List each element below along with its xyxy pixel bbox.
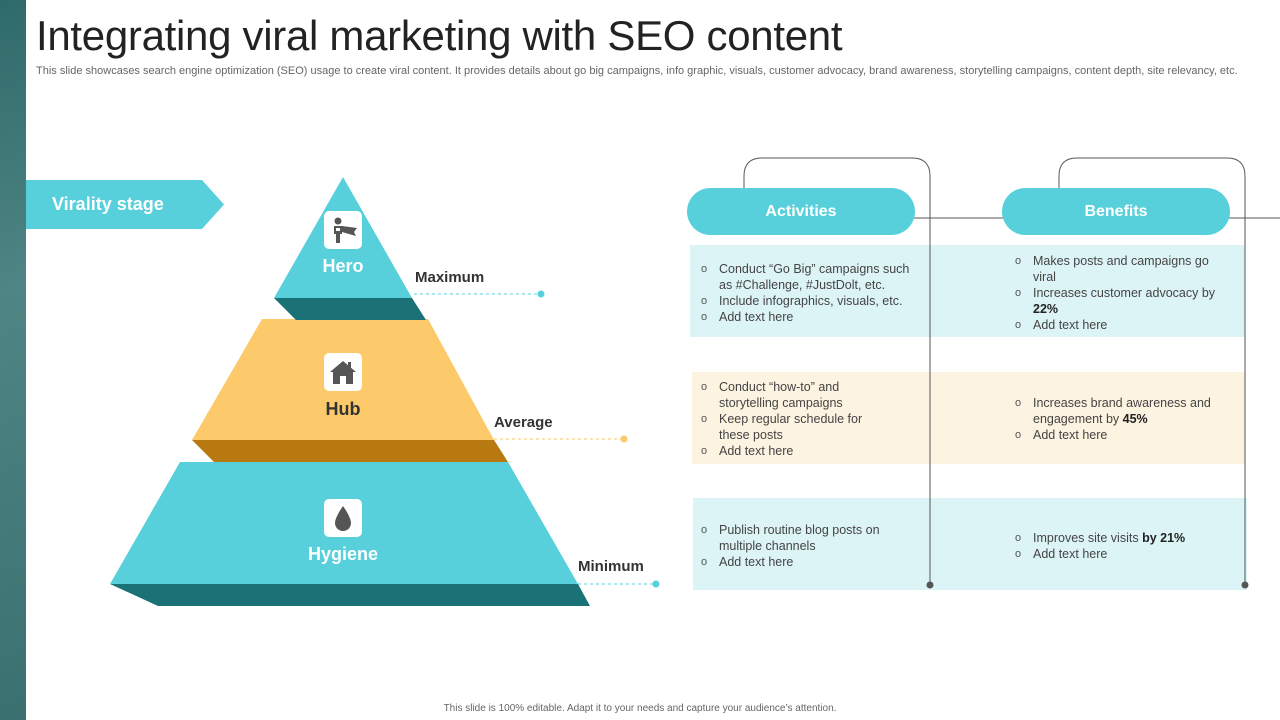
maximum-dot [537, 290, 545, 298]
hygiene-shadow [110, 584, 590, 606]
left-decorative-bar [0, 0, 26, 720]
list-item: Publish routine blog posts on multiple c… [701, 522, 901, 554]
house-icon [324, 353, 362, 391]
list-item: Include infographics, visuals, etc. [701, 293, 923, 309]
virality-stage-banner: Virality stage [26, 180, 224, 229]
hub-label: Hub [325, 399, 361, 419]
list-item: Add text here [1015, 317, 1225, 333]
page-title: Integrating viral marketing with SEO con… [36, 12, 843, 59]
page-subtitle: This slide showcases search engine optim… [36, 65, 1238, 77]
list-item: Increases brand awareness and engagement… [1015, 395, 1227, 427]
list-item: Makes posts and campaigns go viral [1015, 253, 1225, 285]
virality-stage-label: Virality stage [52, 194, 164, 214]
average-dot [620, 435, 628, 443]
footer-note: This slide is 100% editable. Adapt it to… [443, 703, 837, 714]
list-item: Conduct “how-to” and storytelling campai… [701, 379, 881, 411]
list-item: Keep regular schedule for these posts [701, 411, 881, 443]
hub-shadow [192, 440, 508, 462]
list-item: Conduct “Go Big” campaigns such as #Chal… [701, 261, 923, 293]
hero-label: Hero [322, 256, 364, 276]
activities-header: Activities [687, 188, 915, 235]
row2-activities: Conduct “how-to” and storytelling campai… [701, 379, 881, 459]
benefits-bracket [1058, 157, 1246, 585]
benefits-bracket-dot [1241, 581, 1249, 589]
minimum-dot [652, 580, 660, 588]
list-item: Add text here [1015, 546, 1227, 562]
activities-bracket [743, 157, 931, 585]
hygiene-label: Hygiene [307, 544, 379, 564]
list-item: Add text here [701, 309, 923, 325]
row2-benefits: Increases brand awareness and engagement… [1015, 395, 1227, 443]
list-item: Improves site visits by 21% [1015, 530, 1227, 546]
water-drop-icon [324, 499, 362, 537]
row1-activities: Conduct “Go Big” campaigns such as #Chal… [701, 261, 923, 325]
maximum-label: Maximum [415, 269, 485, 286]
row3-benefits: Improves site visits by 21% Add text her… [1015, 530, 1227, 562]
activities-bracket-dot [926, 581, 934, 589]
hero-shadow [274, 298, 426, 320]
superhero-icon [324, 211, 362, 249]
list-item: Add text here [701, 554, 901, 570]
row3-activities: Publish routine blog posts on multiple c… [701, 522, 901, 570]
minimum-label: Minimum [578, 558, 644, 575]
average-label: Average [494, 414, 553, 431]
list-item: Add text here [701, 443, 881, 459]
list-item: Increases customer advocacy by 22% [1015, 285, 1225, 317]
row1-benefits: Makes posts and campaigns go viral Incre… [1015, 253, 1225, 333]
list-item: Add text here [1015, 427, 1227, 443]
benefits-header: Benefits [1002, 188, 1230, 235]
